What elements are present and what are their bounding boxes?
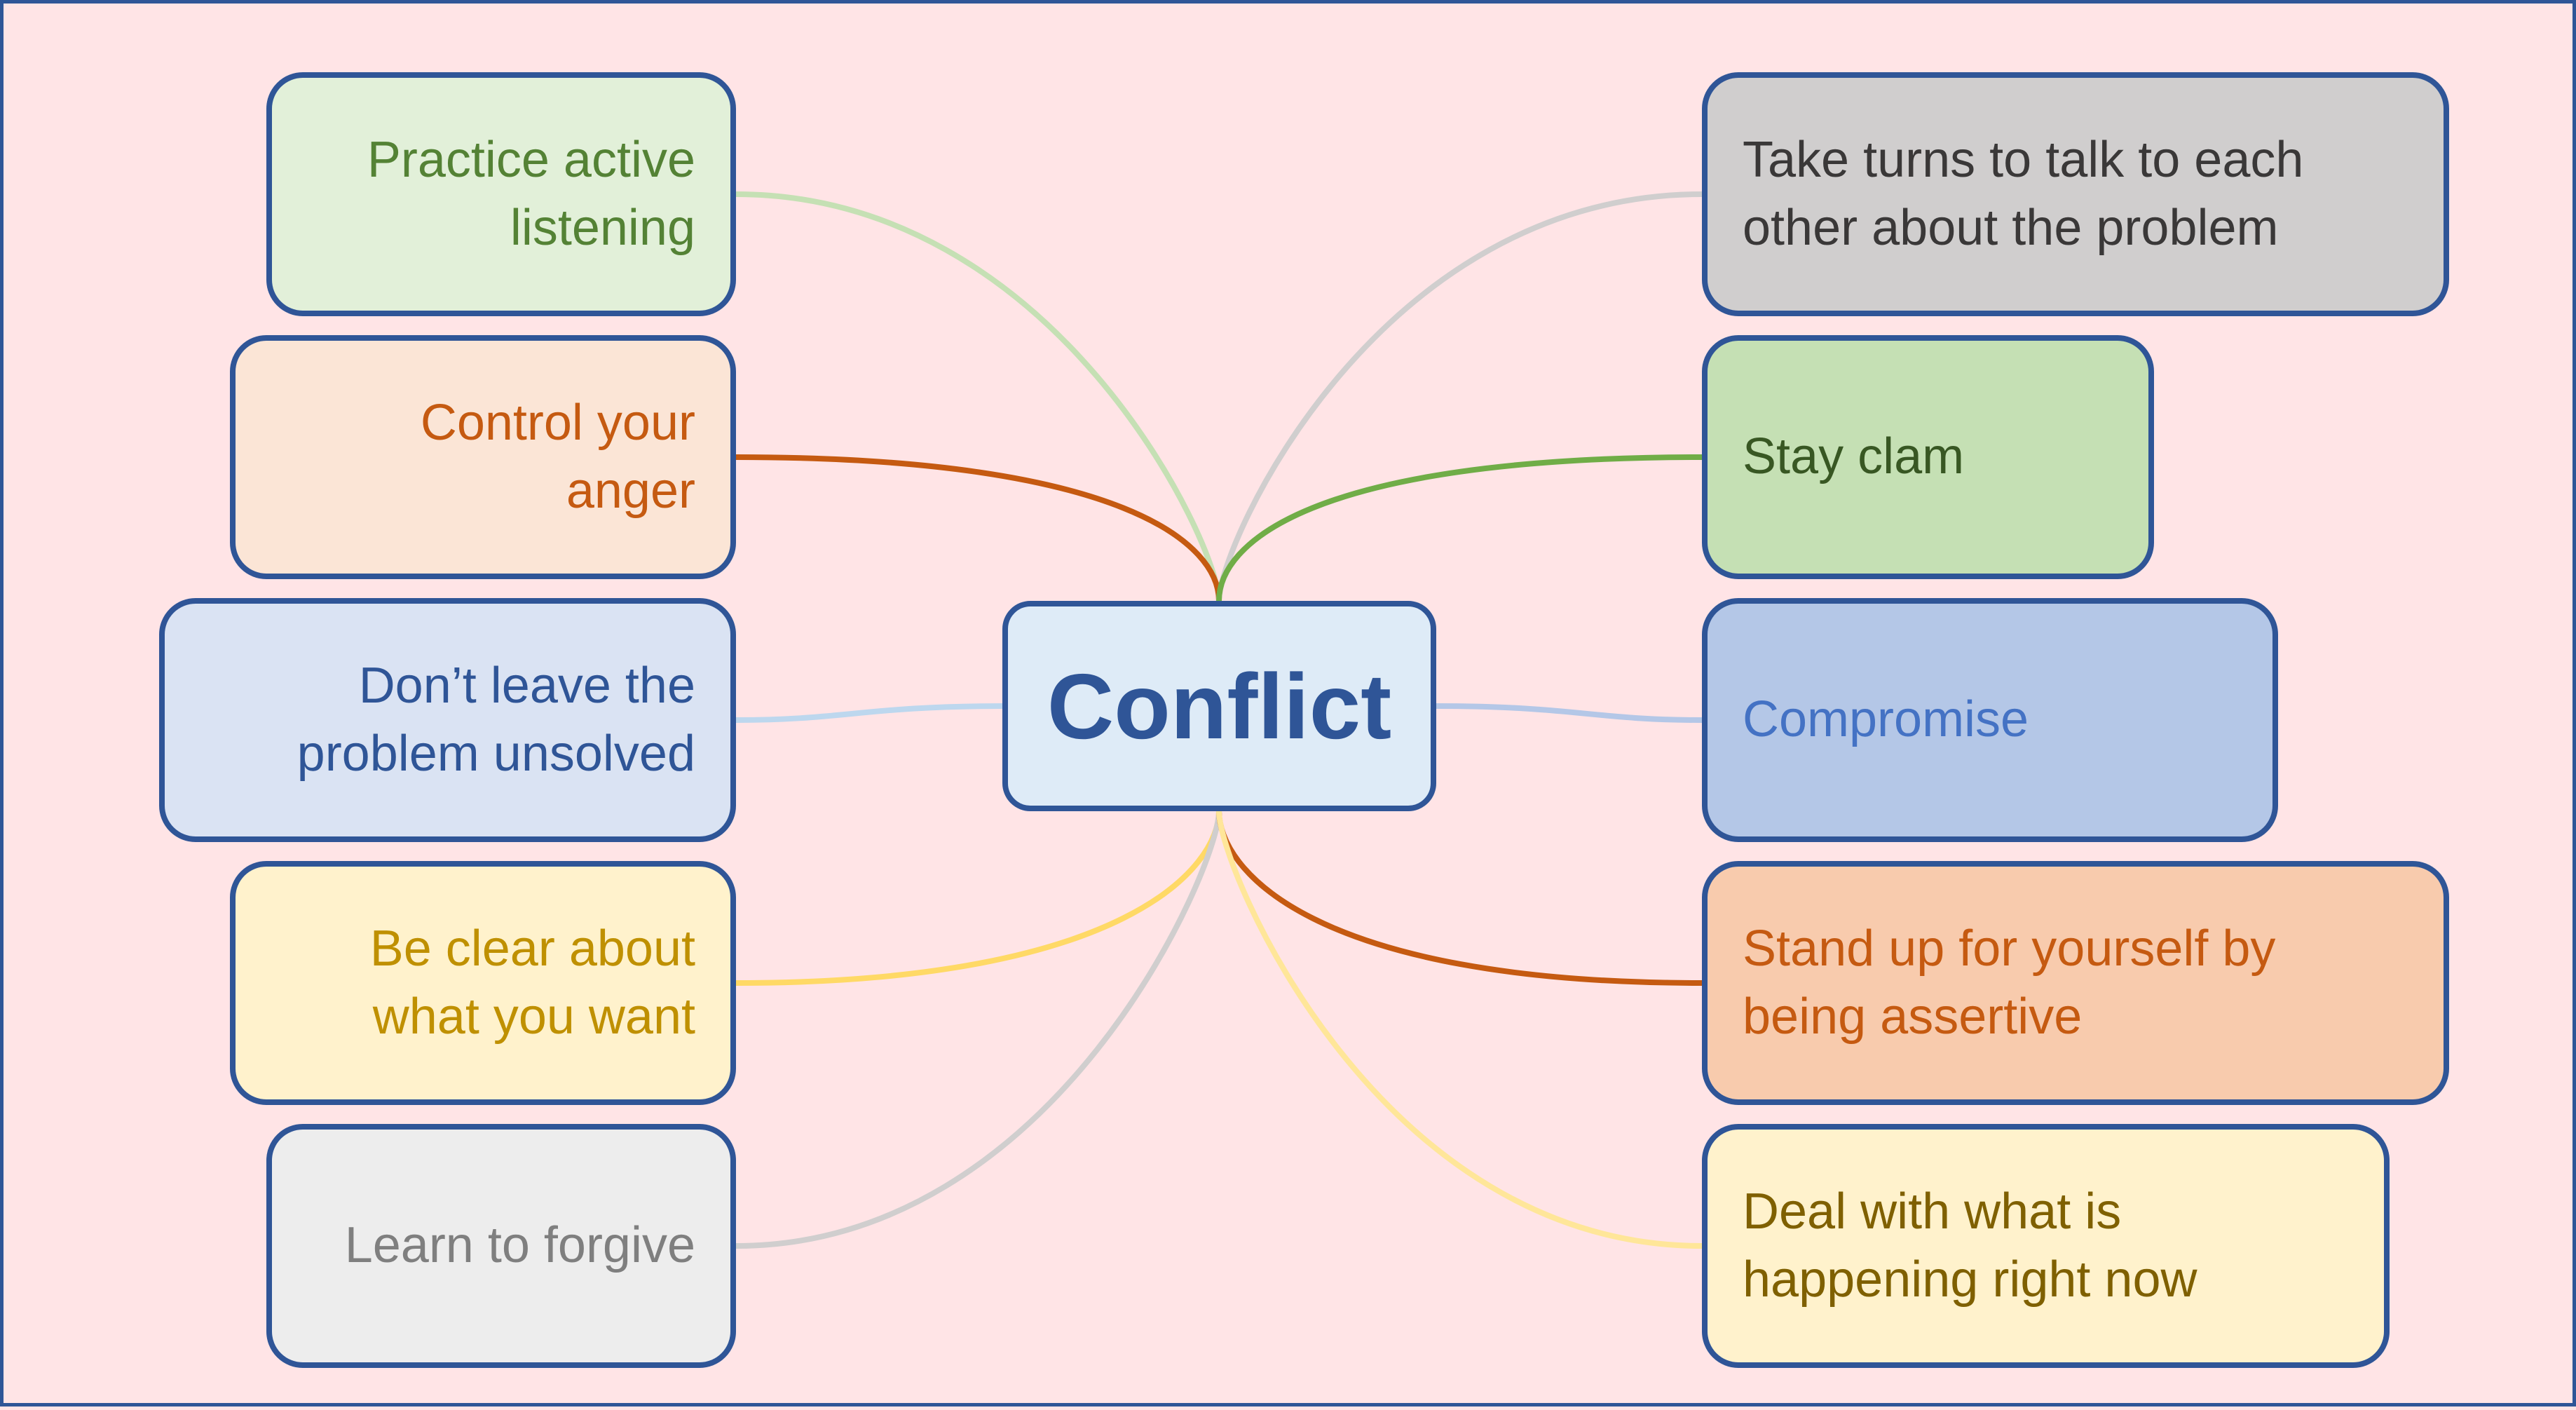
- connector-right-4: [1216, 808, 1705, 1249]
- connector-left-0: [733, 191, 1222, 604]
- central-topic-label: Conflict: [1047, 654, 1392, 758]
- node-deal-with-what-is-happening[interactable]: Deal with what is happening right now: [1702, 1124, 2390, 1368]
- node-label: Be clear about what you want: [369, 920, 695, 1045]
- node-label: Control your anger: [420, 394, 695, 519]
- node-label: Practice active listening: [367, 131, 695, 256]
- node-stay-clam[interactable]: Stay clam: [1702, 335, 2154, 579]
- connector-right-0: [1216, 191, 1705, 604]
- central-topic-node[interactable]: Conflict: [1002, 601, 1436, 811]
- node-learn-to-forgive[interactable]: Learn to forgive: [266, 1124, 736, 1368]
- connector-lines: [733, 191, 1705, 1249]
- node-take-turns-to-talk[interactable]: Take turns to talk to each other about t…: [1702, 72, 2449, 316]
- node-label: Compromise: [1743, 691, 2029, 748]
- node-control-your-anger[interactable]: Control your anger: [230, 335, 736, 579]
- node-label: Deal with what is happening right now: [1743, 1183, 2197, 1308]
- node-practice-active-listening[interactable]: Practice active listening: [266, 72, 736, 316]
- node-dont-leave-problem-unsolved[interactable]: Don’t leave the problem unsolved: [159, 598, 736, 842]
- connector-right-3: [1216, 808, 1705, 986]
- connector-right-1: [1216, 454, 1705, 604]
- node-stand-up-for-yourself[interactable]: Stand up for yourself by being assertive: [1702, 861, 2449, 1105]
- connector-left-3: [733, 808, 1222, 986]
- node-label: Learn to forgive: [344, 1217, 695, 1274]
- connector-left-4: [733, 808, 1222, 1249]
- node-be-clear-about-what-you-want[interactable]: Be clear about what you want: [230, 861, 736, 1105]
- connector-right-2: [1433, 703, 1705, 723]
- node-label: Stay clam: [1743, 428, 1965, 485]
- node-label: Don’t leave the problem unsolved: [297, 657, 695, 782]
- node-label: Stand up for yourself by being assertive: [1743, 920, 2276, 1045]
- node-label: Take turns to talk to each other about t…: [1743, 131, 2304, 256]
- connector-left-2: [733, 703, 1005, 723]
- connector-left-1: [733, 454, 1222, 604]
- node-compromise[interactable]: Compromise: [1702, 598, 2278, 842]
